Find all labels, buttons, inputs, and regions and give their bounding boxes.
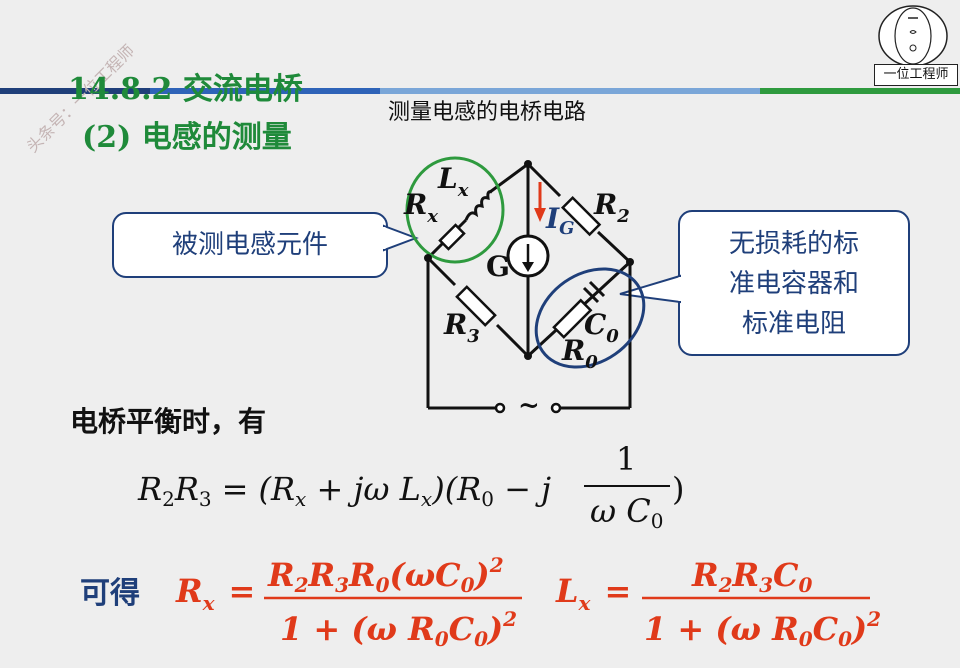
svg-text:R2R3=(Rx + jω Lx)(R0 − j: R2R3=(Rx + jω Lx)(R0 − j <box>137 470 551 511</box>
section-title: 14.8.2 交流电桥 <box>68 72 303 107</box>
label-rx: Rx <box>403 188 438 227</box>
label-r3: R3 <box>443 308 480 347</box>
circuit-title: 测量电感的电桥电路 <box>388 100 587 125</box>
highlight-ring-r0c0 <box>534 267 646 369</box>
logo-label: 一位工程师 <box>874 64 958 86</box>
source-symbol: ~ <box>518 391 540 421</box>
callout-line: 准电容器和 <box>728 269 859 299</box>
resistor-rx <box>438 223 466 251</box>
svg-text:): ) <box>672 470 684 508</box>
svg-text:ω C0: ω C0 <box>590 492 663 533</box>
label-c0: C0 <box>584 308 619 347</box>
result-label: 可得 <box>80 576 140 611</box>
highlight-ring-lx <box>405 156 505 264</box>
label-g: G <box>486 250 510 283</box>
resistor-r0 <box>552 298 593 339</box>
source-terminal <box>550 402 562 414</box>
svg-text:1 + (ω R0C0)2: 1 + (ω R0C0)2 <box>644 607 881 651</box>
capacitor-c0 <box>582 280 606 304</box>
svg-text:R2R3C0: R2R3C0 <box>691 556 813 597</box>
label-ig: IG <box>545 202 574 239</box>
wire <box>596 230 632 264</box>
svg-text:1: 1 <box>616 440 636 478</box>
balance-condition: 电桥平衡时，有 <box>70 405 267 438</box>
svg-text:Lx=: Lx= <box>555 572 631 615</box>
resistor-r2 <box>560 195 602 237</box>
subsection-title: (2) 电感的测量 <box>82 120 292 155</box>
label-r2: R2 <box>593 188 630 227</box>
balance-equation: R2R3=(Rx + jω Lx)(R0 − j 1 ω C0 ) <box>137 440 684 533</box>
wire <box>489 162 529 194</box>
wire <box>526 162 562 198</box>
lx-equation: Lx= R2R3C0 1 + (ω R0C0)2 <box>555 556 881 651</box>
source-terminal <box>494 402 506 414</box>
callout-line: 无损耗的标 <box>728 229 859 259</box>
label-lx: Lx <box>437 162 469 201</box>
callout-measured-inductor: 被测电感元件 <box>112 212 388 278</box>
header-bar <box>0 88 960 94</box>
resistor-r3 <box>455 285 497 327</box>
inductor-lx <box>464 190 493 221</box>
svg-text:Rx=: Rx= <box>175 572 255 615</box>
svg-text:1 + (ω R0C0)2: 1 + (ω R0C0)2 <box>280 607 517 651</box>
wire <box>426 256 457 287</box>
label-r0: R0 <box>561 334 598 373</box>
svg-text:R2R3R0(ωC0)2: R2R3R0(ωC0)2 <box>267 553 504 597</box>
rx-equation: Rx= R2R3R0(ωC0)2 1 + (ω R0C0)2 <box>175 553 522 651</box>
wire <box>495 323 530 358</box>
callout-line: 标准电阻 <box>741 309 846 339</box>
callout-standard-components: 无损耗的标 准电容器和 标准电阻 <box>678 210 910 356</box>
